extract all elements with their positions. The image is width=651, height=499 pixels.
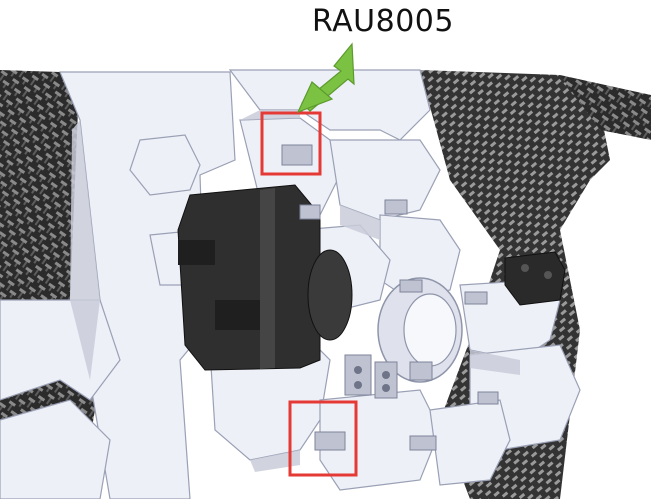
part-number-label: RAU8005	[312, 4, 454, 39]
frame-shading	[70, 110, 520, 472]
bearing-ring	[377, 277, 463, 383]
callout-arrow-icon	[296, 42, 355, 114]
dark-motor-block	[177, 184, 353, 371]
highlight-box-top	[260, 111, 322, 176]
highlight-box-bottom	[288, 400, 358, 477]
dark-clamp-block	[504, 251, 566, 306]
connector-holes	[354, 366, 390, 392]
